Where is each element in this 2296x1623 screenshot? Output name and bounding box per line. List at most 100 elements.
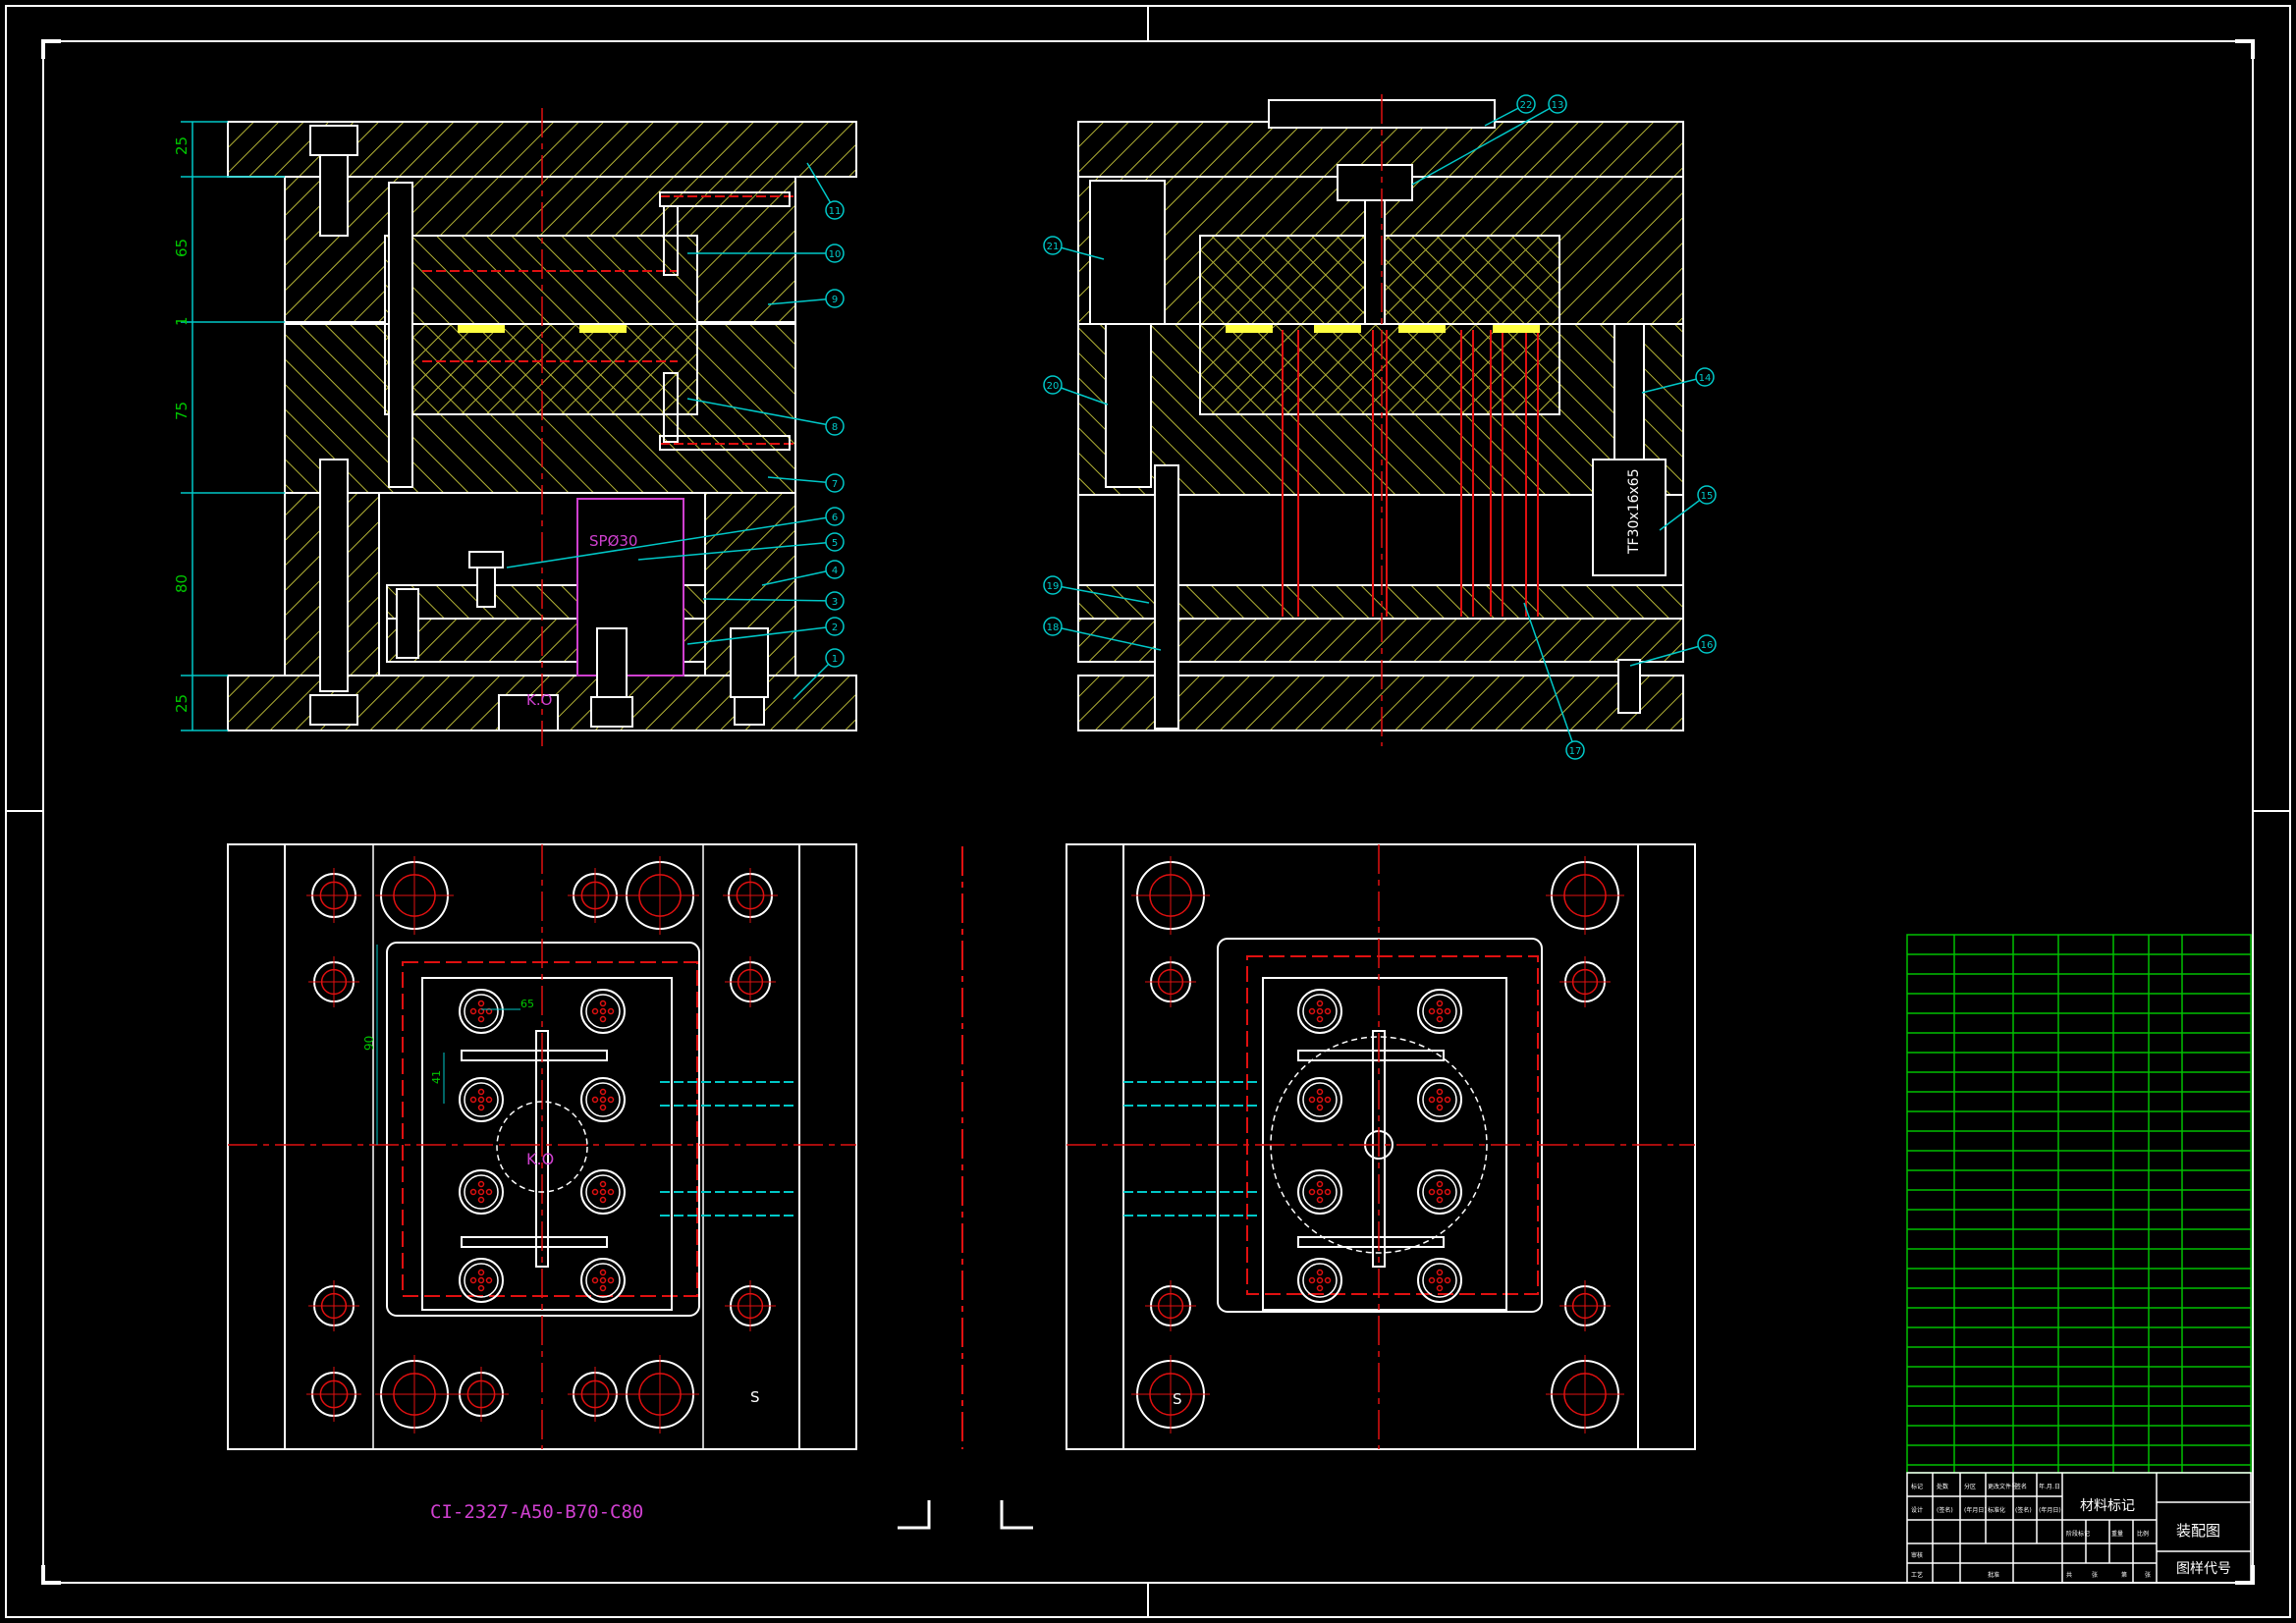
kick-hole-label-main: K.O xyxy=(526,691,552,709)
tb-sign: 签名 xyxy=(2015,1483,2027,1490)
callout-balloon xyxy=(1548,94,1567,114)
callout-balloon xyxy=(825,617,845,636)
tb-sheets: 张 xyxy=(2092,1571,2098,1579)
callout-balloon xyxy=(825,243,845,263)
callout-number: 20 xyxy=(1047,381,1060,392)
sprue-mark-left: S xyxy=(750,1388,760,1406)
cavity xyxy=(1297,989,1342,1034)
callout-balloon xyxy=(825,560,845,579)
callout-balloon xyxy=(825,289,845,308)
tb-review: 审核 xyxy=(1911,1551,1923,1559)
callout-balloon xyxy=(1697,485,1717,505)
callout-balloon xyxy=(1565,740,1585,760)
cavity xyxy=(1297,1258,1342,1303)
section-line-marks xyxy=(898,846,1033,1530)
sheet-frame xyxy=(5,5,2291,1618)
dim-b-plate: 75 xyxy=(173,402,191,420)
cavity xyxy=(1417,989,1462,1034)
guide-hole xyxy=(306,868,361,923)
tb-standard-date: (年月日) xyxy=(2039,1506,2061,1514)
cavity-span-dim: 90 xyxy=(362,1036,376,1051)
callout-balloon xyxy=(825,648,845,668)
guide-hole xyxy=(1131,856,1210,935)
callout-balloon xyxy=(825,200,845,220)
dim-gap: 1 xyxy=(173,316,191,326)
callout-balloon xyxy=(1043,236,1063,255)
tb-date: 年.月.日 xyxy=(2039,1483,2060,1490)
callout-number: 7 xyxy=(832,479,838,490)
cavity xyxy=(459,1077,504,1122)
tb-scale: 比例 xyxy=(2137,1530,2149,1538)
main-view-callouts xyxy=(506,162,836,700)
tb-weight: 重量 xyxy=(2111,1530,2123,1538)
callout-balloon xyxy=(825,473,845,493)
callout-number: 6 xyxy=(832,513,838,523)
callout-number: 10 xyxy=(829,249,842,260)
callout-number: 9 xyxy=(832,295,838,305)
tb-no: 第 xyxy=(2121,1571,2127,1579)
guide-hole xyxy=(308,1280,359,1331)
mold-base-code: CI-2327-A50-B70-C80 xyxy=(430,1501,643,1523)
callout-balloon xyxy=(825,507,845,526)
cavity-pitch-y-dim: 41 xyxy=(430,1070,443,1084)
cavity xyxy=(580,1077,626,1122)
guide-hole xyxy=(723,868,778,923)
tb-change-doc: 更改文件号 xyxy=(1988,1483,2017,1490)
callout-number: 18 xyxy=(1047,622,1060,633)
guide-hole xyxy=(1145,1280,1196,1331)
dim-spacer: 80 xyxy=(173,574,191,593)
tb-standard: 标准化 xyxy=(1988,1506,2005,1514)
guide-holes-right xyxy=(1131,856,1624,1434)
drawing-title: 装配图 xyxy=(2176,1522,2220,1540)
guide-hole xyxy=(1559,1280,1611,1331)
guide-hole xyxy=(454,1367,509,1422)
title-block xyxy=(1906,1472,2252,1584)
guide-hole xyxy=(306,1367,361,1422)
callout-number: 3 xyxy=(832,597,838,608)
cavity xyxy=(459,989,504,1034)
tb-total: 共 xyxy=(2066,1571,2072,1579)
callout-number: 14 xyxy=(1699,373,1712,384)
guide-hole xyxy=(568,1367,623,1422)
guide-hole xyxy=(1546,1355,1624,1434)
guide-hole xyxy=(621,856,699,935)
main-section-view: 25 65 1 75 80 25 SPØ30 K.O xyxy=(173,108,857,746)
guide-hole xyxy=(1145,956,1196,1007)
cavity-layout-right xyxy=(1297,989,1462,1303)
tb-stage: 阶段标记 xyxy=(2066,1530,2090,1538)
cavity xyxy=(580,989,626,1034)
callout-balloon xyxy=(825,591,845,611)
tb-zone: 分区 xyxy=(1964,1483,1976,1490)
guide-hole xyxy=(725,956,776,1007)
tb-approve: 批准 xyxy=(1988,1571,1999,1579)
callout-number: 13 xyxy=(1552,100,1564,111)
cavity-pitch-x-dim: 65 xyxy=(520,998,534,1010)
callout-number: 21 xyxy=(1047,242,1060,252)
guide-hole xyxy=(621,1355,699,1434)
cavity xyxy=(459,1258,504,1303)
cavity xyxy=(1417,1258,1462,1303)
guide-hole xyxy=(308,956,359,1007)
guide-hole xyxy=(725,1280,776,1331)
drawing-code-label: 图样代号 xyxy=(2176,1561,2231,1577)
moving-half-plan-view: K.O 90 41 65 S xyxy=(227,843,857,1450)
callout-balloon xyxy=(1043,617,1063,636)
callout-balloon xyxy=(1043,375,1063,395)
guide-hole xyxy=(1559,956,1611,1007)
callout-balloon xyxy=(1043,575,1063,595)
cavity xyxy=(1417,1077,1462,1122)
callout-balloon xyxy=(1516,94,1536,114)
guide-hole xyxy=(1131,1355,1210,1434)
material-label: 材料标记 xyxy=(2080,1498,2135,1514)
fixed-half-plan-view: S xyxy=(1066,843,1696,1450)
tb-design-sign: (签名) xyxy=(1937,1506,1953,1514)
callout-number: 22 xyxy=(1520,100,1533,111)
parts-list-grid xyxy=(1906,934,2252,1474)
callout-number: 17 xyxy=(1569,746,1582,757)
dim-bottom-clamp: 25 xyxy=(173,694,191,713)
tb-standard-sign: (签名) xyxy=(2015,1506,2032,1514)
callout-balloon xyxy=(825,532,845,552)
